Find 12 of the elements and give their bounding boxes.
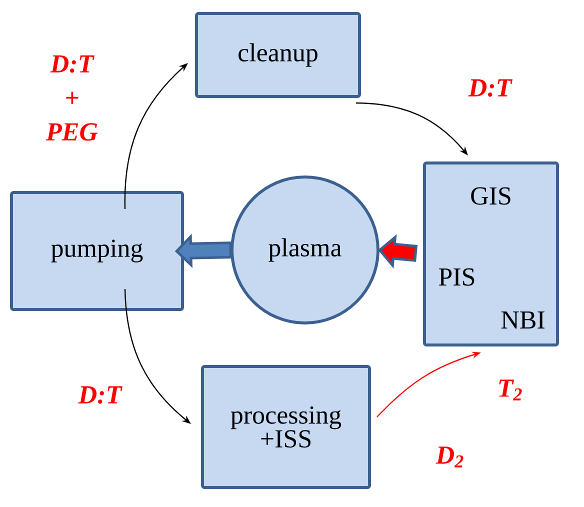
edge-label: D:T + PEG [46, 55, 98, 141]
process-box: processing +ISS [201, 365, 371, 489]
flow-label: T$_{2}$ [499, 380, 522, 400]
box-text: NBI [501, 311, 544, 329]
process-box: pumping [10, 191, 184, 311]
process-box: cleanup [195, 12, 361, 98]
edge-label: D:T [468, 79, 512, 97]
edge-label: D:T [78, 386, 122, 404]
circle-node: plasma [230, 176, 380, 324]
box-text: PIS [438, 268, 474, 286]
box-text: GIS [471, 187, 510, 205]
edge-label: D$_{2}$ [436, 446, 464, 468]
